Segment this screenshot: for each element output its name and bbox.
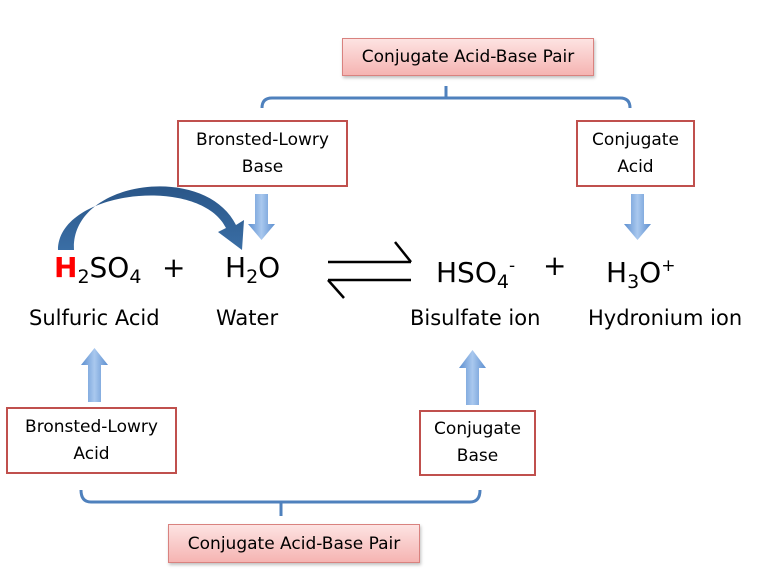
charge: - xyxy=(508,256,516,276)
name-water: Water xyxy=(216,306,279,330)
formula-water: H2O xyxy=(225,252,280,293)
plus-sign-2: + xyxy=(543,249,567,282)
subscript: 4 xyxy=(129,266,142,288)
bottom-bracket xyxy=(79,489,482,516)
bottom-pair-text: Conjugate Acid-Base Pair xyxy=(187,533,401,554)
name-sulfuric-acid: Sulfuric Acid xyxy=(29,306,160,330)
charge: + xyxy=(661,256,676,276)
proton-transfer-arrow xyxy=(58,186,244,250)
up-arrow-acid xyxy=(81,348,108,402)
down-arrow-base xyxy=(248,194,275,240)
subscript: 2 xyxy=(77,266,90,288)
bronsted-lowry-acid-box: Bronsted-Lowry Acid xyxy=(6,407,177,474)
top-pair-text: Conjugate Acid-Base Pair xyxy=(361,47,575,67)
subscript: 2 xyxy=(246,266,259,288)
subscript: 3 xyxy=(627,271,640,293)
down-arrow-acid xyxy=(624,194,651,240)
formula-part: HSO xyxy=(436,256,497,289)
conjugate-base-box: Conjugate Base xyxy=(419,410,536,476)
formula-part: O xyxy=(258,251,281,284)
formula-hydronium: H3O+ xyxy=(606,250,675,298)
plus-sign-1: + xyxy=(162,251,186,284)
top-conjugate-pair-label: Conjugate Acid-Base Pair xyxy=(342,38,594,76)
formula-part: H xyxy=(225,251,247,284)
name-hydronium-ion: Hydronium ion xyxy=(588,306,743,330)
name-bisulfate-ion: Bisulfate ion xyxy=(410,306,541,330)
up-arrow-base xyxy=(459,350,486,405)
conjugate-acid-box: Conjugate Acid xyxy=(576,120,695,187)
subscript: 4 xyxy=(496,271,509,293)
bottom-conjugate-pair-label: Conjugate Acid-Base Pair xyxy=(168,524,420,563)
formula-bisulfate: HSO4- xyxy=(436,250,515,298)
equilibrium-arrow xyxy=(327,241,412,299)
formula-part: H xyxy=(606,256,628,289)
formula-part: O xyxy=(639,256,662,289)
formula-part: SO xyxy=(89,251,130,284)
bronsted-lowry-base-box: Bronsted-Lowry Base xyxy=(177,120,348,187)
top-bracket xyxy=(260,86,632,109)
acidic-proton: H xyxy=(54,251,78,284)
formula-sulfuric-acid: H2SO4 xyxy=(54,252,141,293)
